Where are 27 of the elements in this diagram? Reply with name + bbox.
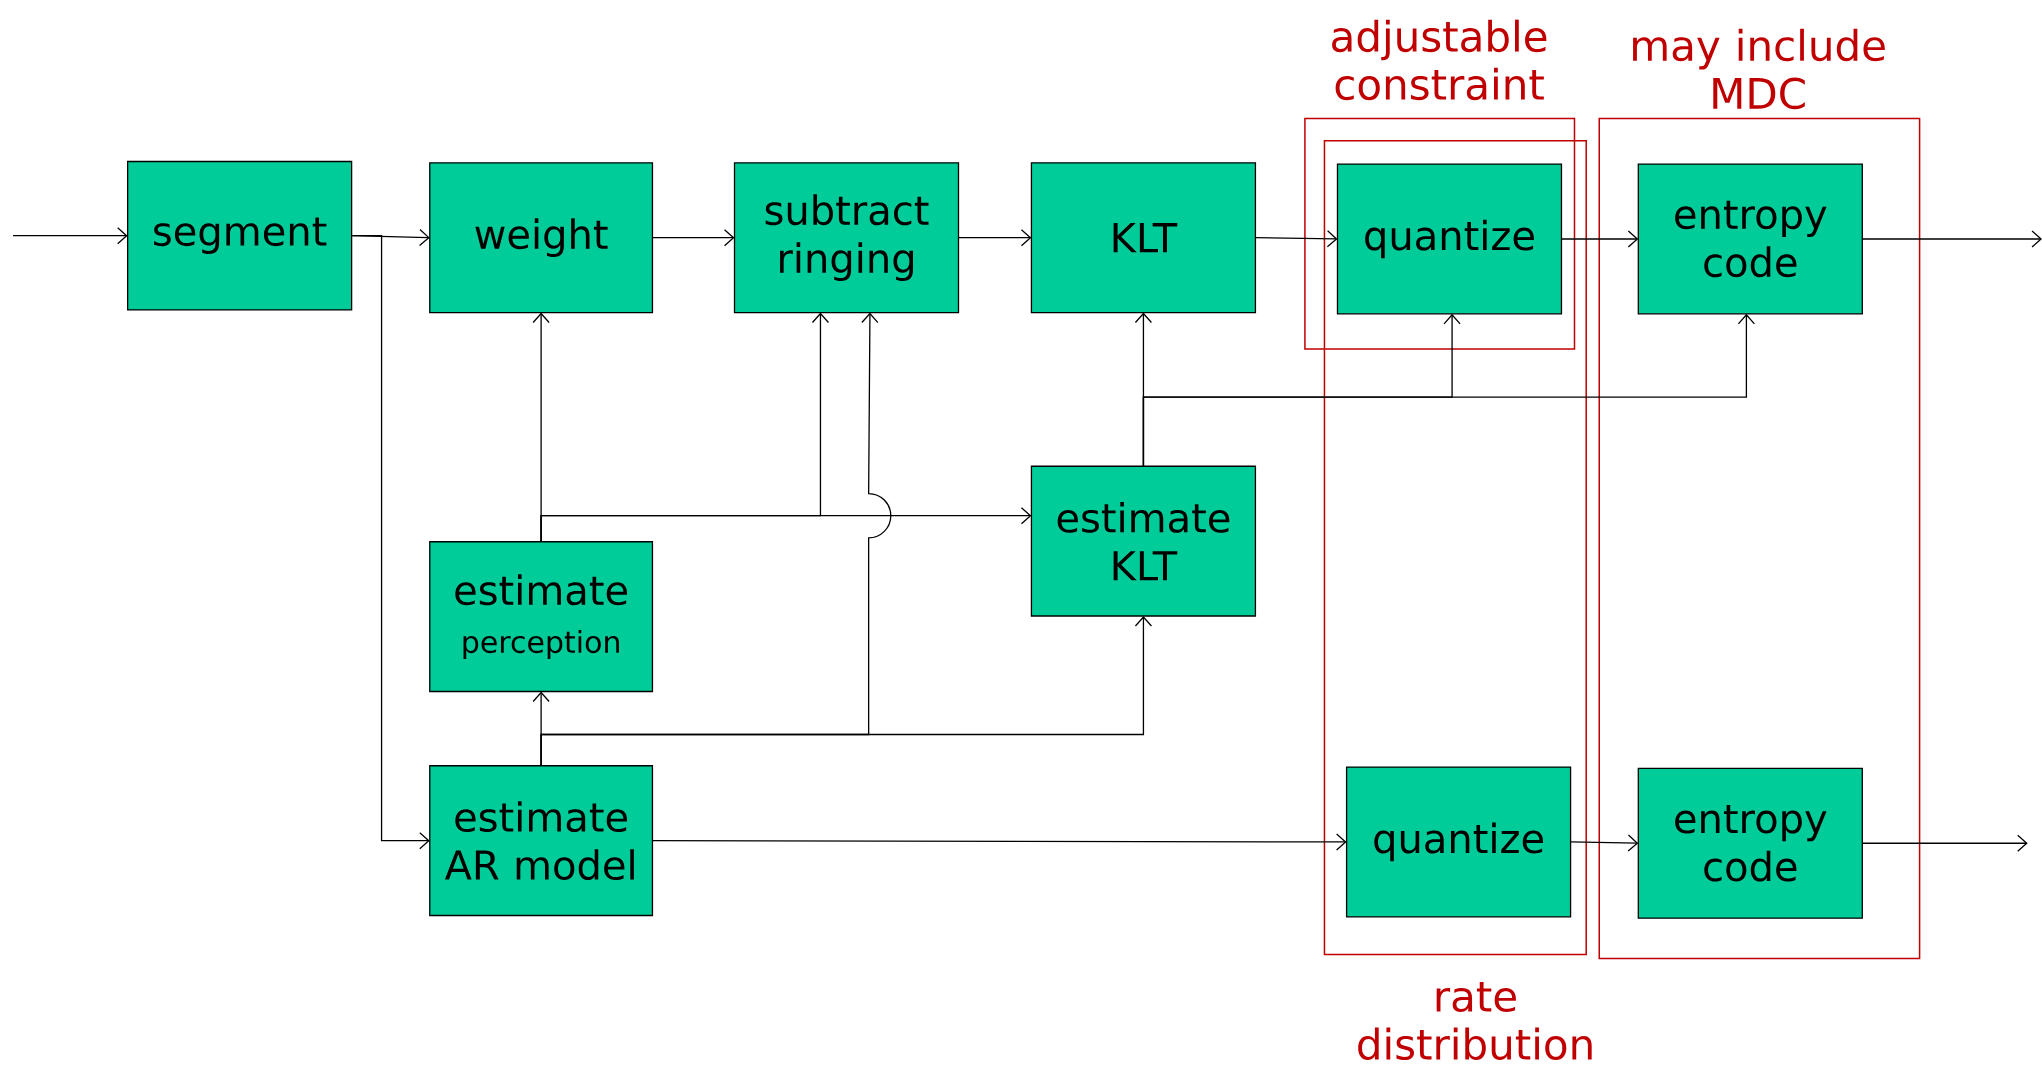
arrow: [957, 228, 1032, 247]
arrow: [350, 234, 430, 850]
process-box: segment: [126, 160, 353, 311]
node-label: adjustable constraint: [1332, 19, 1547, 100]
arrow: [1254, 230, 1338, 248]
process-box: subtract ringing: [733, 161, 960, 313]
arrow: [540, 312, 892, 767]
process-box: entropy code: [1637, 767, 1863, 919]
process-box: estimate AR model: [429, 764, 654, 916]
node-label: rate distribution: [1358, 981, 1592, 1060]
process-box: entropy code: [1637, 163, 1863, 315]
arrow: [1861, 230, 2042, 248]
process-box: quantize: [1336, 163, 1563, 315]
arrow: [1560, 230, 1639, 248]
arrow: [1861, 834, 2028, 852]
process-box: estimate perception: [429, 540, 654, 692]
arrow: [1142, 313, 1756, 467]
process-box: weight: [429, 161, 654, 313]
process-box: KLT: [1030, 161, 1257, 313]
arrow: [12, 226, 128, 245]
process-box: estimate KLT: [1030, 465, 1257, 617]
arrow: [540, 312, 830, 543]
arrow: [651, 228, 735, 247]
arrow: [1569, 834, 1639, 852]
process-box: quantize: [1345, 766, 1572, 918]
node-label: may include MDC: [1633, 28, 1885, 110]
arrow: [651, 833, 1347, 851]
